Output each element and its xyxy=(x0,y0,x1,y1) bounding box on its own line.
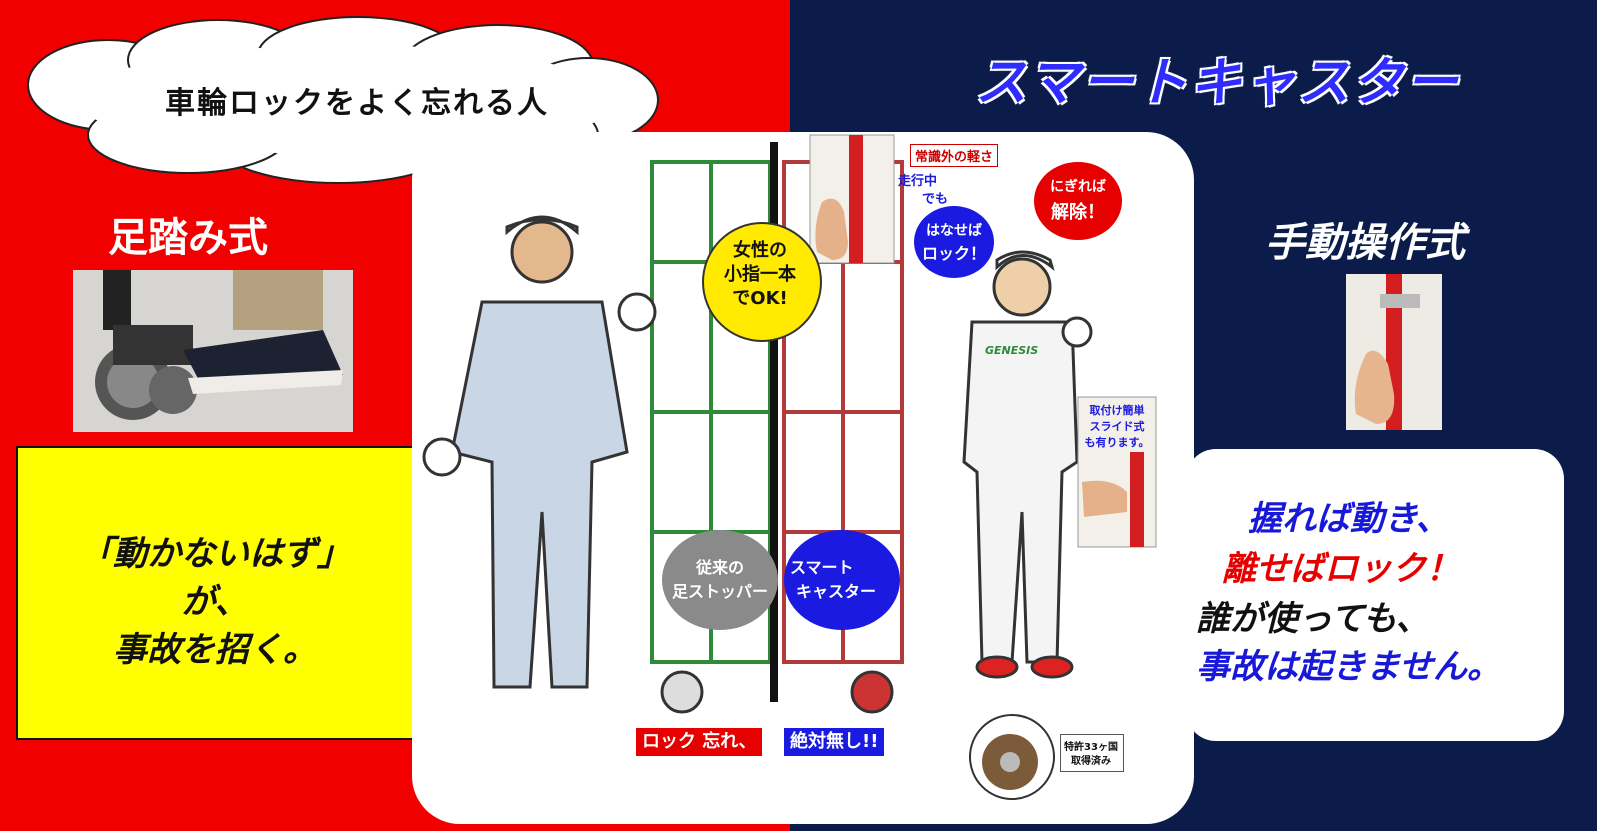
finger-text-2: 小指一本 xyxy=(724,264,796,285)
lock-text-2: ロック！ xyxy=(921,244,986,263)
patent-box xyxy=(1060,734,1124,772)
finger-text-1: 女性の xyxy=(733,240,787,261)
message-line-1: 握れば動き、 xyxy=(1248,499,1450,539)
smart-caster-text-1: スマート xyxy=(790,558,854,577)
install-text-3: も有ります。 xyxy=(1084,436,1150,449)
old-stopper-text-1: 従来の xyxy=(695,558,744,577)
patent-text-1: 特許33ヶ国 xyxy=(1064,742,1118,753)
running-text-2: でも xyxy=(922,192,949,207)
message-line-4: 事故は起きません。 xyxy=(1196,647,1501,687)
warning-line-3: 事故を招く。 xyxy=(113,630,317,670)
warning-line-1: 「動かないはず」 xyxy=(79,534,351,574)
release-text-1: にぎれば xyxy=(1050,179,1106,195)
banner-left: ロック 忘れ、 xyxy=(636,728,763,756)
message-line-2: 離せばロック！ xyxy=(1222,549,1460,589)
foot-type-label: 足踏み式 xyxy=(108,215,268,261)
old-stopper-text-2: 足ストッパー xyxy=(671,582,768,601)
running-text-1: 走行中 xyxy=(898,174,938,189)
banner-right: 絶対無し!! xyxy=(784,728,885,756)
smart-caster-text-2: キャスター xyxy=(796,582,877,601)
foot-pedal-photo xyxy=(73,270,353,432)
message-line-3: 誰が使っても、 xyxy=(1196,599,1430,639)
finger-text-3: でOK! xyxy=(732,288,788,309)
lock-text-1: はなせば xyxy=(926,223,982,239)
genesis-logo: GENESIS xyxy=(985,344,1039,357)
warning-line-2: が、 xyxy=(181,582,249,622)
old-stopper-bubble xyxy=(662,530,778,630)
release-text-2: 解除！ xyxy=(1051,202,1105,223)
finger-bubble xyxy=(702,222,822,342)
light-tag: 常識外の軽さ xyxy=(910,144,999,167)
release-bubble xyxy=(1034,162,1122,240)
patent-text-2: 取得済み xyxy=(1071,756,1111,767)
hand-grip-photo xyxy=(1346,274,1442,430)
safety-message-box: 握れば動き、 離せばロック！ 誰が使っても、 事故は起きません。 xyxy=(1186,449,1564,741)
lock-bubble xyxy=(914,206,994,278)
install-text-2: スライド式 xyxy=(1089,420,1145,433)
page-title: スマートキャスター xyxy=(975,53,1460,113)
comparison-illustration: 女性の 小指一本 でOK! はなせば ロック！ にぎれば 解除！ 常識外の軽さ … xyxy=(412,132,1194,824)
smart-caster-bubble xyxy=(784,530,900,630)
thought-cloud xyxy=(27,16,659,205)
cloud-text: 車輪ロックをよく忘れる人 xyxy=(165,86,549,121)
accident-warning-box: 「動かないはず」 が、 事故を招く。 xyxy=(16,446,414,740)
manual-type-label: 手動操作式 xyxy=(1265,220,1465,266)
install-text-1: 取付け簡単 xyxy=(1089,404,1145,417)
